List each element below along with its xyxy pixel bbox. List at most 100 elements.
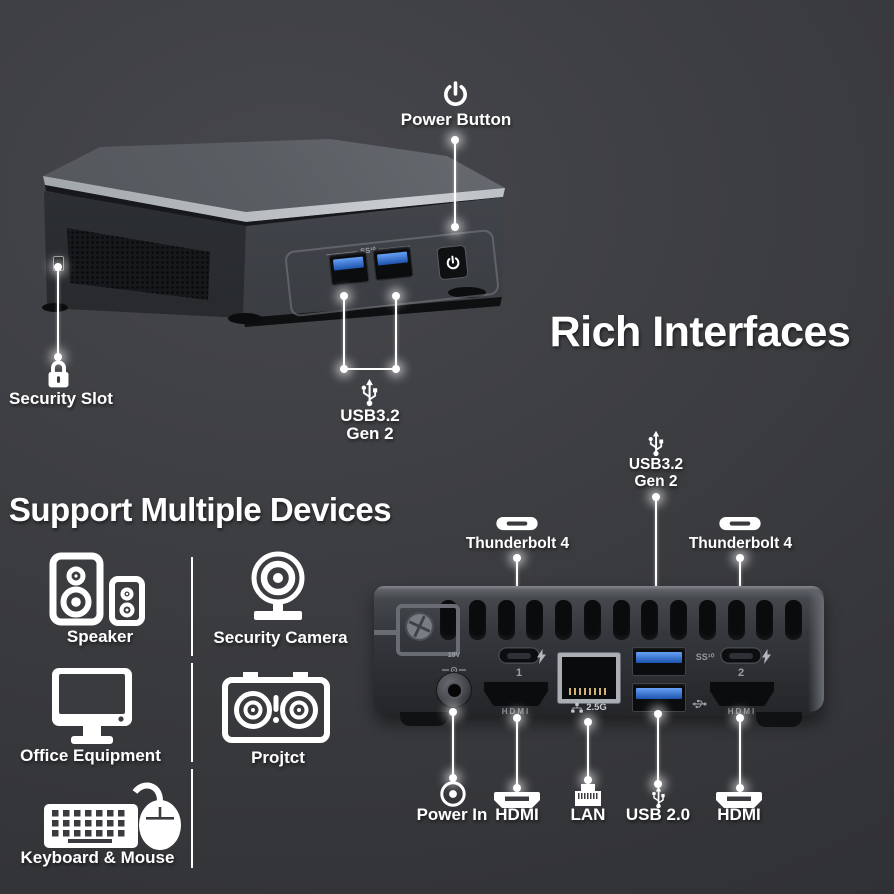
glow-dot bbox=[340, 365, 348, 373]
front-usb-label-line2: Gen 2 bbox=[346, 424, 394, 443]
rear-vents bbox=[440, 600, 802, 640]
vertical-divider bbox=[191, 557, 193, 871]
vent-slot bbox=[756, 600, 774, 640]
lan-icon bbox=[574, 783, 602, 807]
callout-line-usb32 bbox=[655, 495, 657, 643]
usb-bracket-line bbox=[343, 296, 345, 369]
callout-line-hdmi-left bbox=[516, 716, 518, 790]
lock-icon bbox=[44, 358, 73, 389]
usb-a-port-bottom[interactable] bbox=[632, 683, 686, 712]
glow-dot bbox=[54, 353, 62, 361]
rear-usb32-label-line2: Gen 2 bbox=[634, 473, 678, 490]
device-label-security-camera: Security Camera bbox=[213, 628, 348, 647]
power-button[interactable] bbox=[436, 244, 469, 281]
lan-pins bbox=[569, 688, 609, 695]
hdmi-port-left[interactable] bbox=[484, 682, 548, 706]
lan-speed-marking: 2.5G bbox=[559, 702, 619, 713]
glow-dot bbox=[513, 554, 521, 562]
front-usb-port-2 bbox=[372, 246, 414, 281]
callout-line-power-in bbox=[452, 710, 454, 780]
power-jack-port[interactable] bbox=[436, 672, 472, 708]
power-rating-marking: 19V bbox=[447, 652, 461, 659]
lan-cavity bbox=[562, 657, 616, 699]
glow-dot bbox=[392, 292, 400, 300]
glow-dot bbox=[736, 784, 744, 792]
section-heading: Support Multiple Devices bbox=[8, 491, 392, 528]
lan-port[interactable] bbox=[557, 652, 621, 704]
usb-trident-marking-icon bbox=[691, 695, 707, 711]
usb-tongue bbox=[376, 251, 408, 266]
device-label-office: Office Equipment bbox=[20, 746, 161, 765]
device-label-keyboard-mouse: Keyboard & Mouse bbox=[20, 848, 175, 867]
callout-line-security bbox=[57, 268, 59, 358]
usb-a-port-top[interactable] bbox=[632, 647, 686, 676]
rear-label-usb20: USB 2.0 bbox=[625, 805, 691, 824]
network-icon bbox=[571, 702, 584, 713]
lightning-icon bbox=[537, 649, 546, 664]
usbc-slot bbox=[507, 652, 531, 659]
security-camera-icon bbox=[236, 550, 320, 624]
vent-slot bbox=[468, 600, 486, 640]
usb-icon bbox=[645, 429, 667, 457]
usb-tongue bbox=[332, 256, 364, 271]
rear-label-hdmi-right: HDMI bbox=[717, 805, 761, 824]
screw-icon bbox=[399, 606, 440, 647]
thunderbolt-port-1[interactable] bbox=[498, 647, 540, 664]
hdmi-icon bbox=[715, 792, 763, 809]
glow-dot bbox=[654, 710, 662, 718]
power-icon bbox=[441, 80, 470, 109]
callout-line-usb20 bbox=[657, 712, 659, 786]
rear-foot bbox=[756, 712, 802, 727]
thunderbolt-port-2[interactable] bbox=[720, 647, 762, 664]
power-jack-hole bbox=[447, 683, 461, 697]
security-slot-label: Security Slot bbox=[9, 389, 113, 408]
glow-dot bbox=[584, 776, 592, 784]
vent-slot bbox=[497, 600, 515, 640]
speaker-icon bbox=[48, 552, 160, 628]
front-usb-label-line1: USB3.2 bbox=[340, 406, 400, 425]
vent-slot bbox=[698, 600, 716, 640]
vent-slot bbox=[785, 600, 802, 640]
hdmi-left-marking: HDMI bbox=[501, 707, 531, 716]
hdmi-icon bbox=[493, 792, 541, 809]
usbc-port-icon bbox=[718, 516, 762, 531]
usb-tongue bbox=[636, 652, 682, 663]
lan-speed-text: 2.5G bbox=[586, 702, 607, 713]
vent-slot bbox=[727, 600, 745, 640]
rear-label-hdmi-left: HDMI bbox=[495, 805, 539, 824]
monitor-icon bbox=[50, 666, 134, 746]
vent-slot bbox=[670, 600, 687, 640]
callout-line-power bbox=[454, 139, 456, 227]
glow-dot bbox=[449, 774, 457, 782]
mount-bracket bbox=[396, 604, 460, 656]
vent-slot bbox=[555, 600, 572, 640]
hdmi-right-marking: HDMI bbox=[727, 707, 757, 716]
pc-foot bbox=[42, 303, 68, 312]
glow-dot bbox=[652, 493, 660, 501]
glow-dot bbox=[392, 365, 400, 373]
callout-line-lan bbox=[587, 720, 589, 782]
glow-dot bbox=[736, 554, 744, 562]
thunderbolt-right-label: Thunderbolt 4 bbox=[688, 535, 793, 552]
usbc-slot bbox=[729, 652, 753, 659]
rear-chassis-endcap bbox=[808, 590, 824, 712]
mini-pc-rear-view: 19V 1 HDMI 2.5G SS¹⁰ 2 bbox=[374, 586, 824, 746]
glow-dot bbox=[54, 263, 62, 271]
vent-slot bbox=[612, 600, 630, 640]
port1-number: 1 bbox=[515, 667, 523, 679]
usb-tongue bbox=[636, 688, 682, 699]
mount-bracket-bar bbox=[374, 630, 398, 635]
hdmi-port-right[interactable] bbox=[710, 682, 774, 706]
rear-label-lan: LAN bbox=[570, 805, 606, 824]
usb-bracket-line bbox=[343, 368, 397, 370]
power-in-icon bbox=[439, 780, 467, 808]
usb-bracket-line bbox=[395, 296, 397, 369]
glow-dot bbox=[736, 714, 744, 722]
pc-foot bbox=[228, 313, 262, 324]
thunderbolt-left-label: Thunderbolt 4 bbox=[465, 535, 570, 552]
callout-line-hdmi-right bbox=[739, 716, 741, 790]
port2-number: 2 bbox=[737, 667, 745, 679]
vent-slot bbox=[440, 600, 457, 640]
